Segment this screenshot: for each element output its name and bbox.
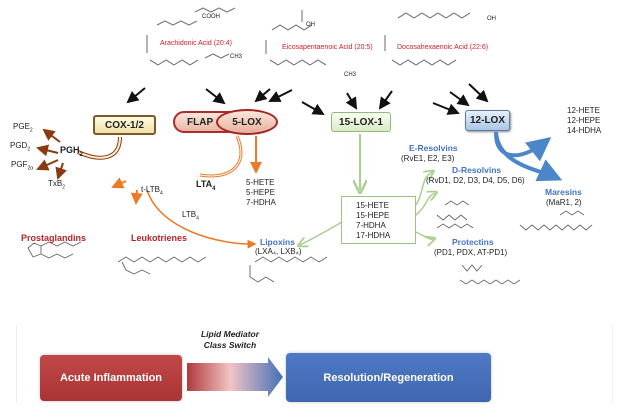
class-switch-panel bbox=[16, 325, 613, 403]
pgh2-label: PGH2 bbox=[60, 145, 83, 158]
lipoxins-members: (LXA₄, LXB₄) bbox=[255, 247, 302, 256]
acute-inflammation-box: Acute Inflammation bbox=[40, 355, 182, 401]
cox-enzyme-box: COX-1/2 bbox=[93, 115, 156, 135]
to-e-resolvins-arrow bbox=[415, 172, 432, 206]
product-5-hete: 5-HETE bbox=[246, 178, 275, 187]
eicosapentaenoic-acid-structure bbox=[265, 10, 327, 66]
e-resolvins-label: E-Resolvins bbox=[409, 143, 458, 153]
lipoxin-structure bbox=[249, 256, 328, 283]
arachidonic-acid-label: Arachidonic Acid (20:4) bbox=[160, 40, 232, 47]
precursor-arrows bbox=[126, 83, 489, 115]
d-resolvins-label: D-Resolvins bbox=[452, 165, 502, 175]
protectins-label: Protectins bbox=[452, 237, 494, 247]
lox15-products-box: 15-HETE 15-HEPE 7-HDHA 17-HDHA bbox=[341, 196, 416, 244]
lta4-to-lipoxins-arrow bbox=[146, 189, 257, 249]
product-15-hepe: 15-HEPE bbox=[356, 211, 390, 220]
lox5-to-lta4-arrow bbox=[199, 135, 243, 178]
docosahexaenoic-acid-structure bbox=[384, 12, 471, 66]
lox12-hydroxy-products: 12-HETE 12-HEPE 14-HDHA bbox=[567, 106, 601, 136]
lta4-to-ltb4-arrow bbox=[130, 189, 143, 205]
txb2-label: TxB2 bbox=[48, 179, 66, 191]
ltb4-label: LTB4 bbox=[182, 210, 199, 222]
lox15-to-lipoxins-arrow bbox=[300, 221, 343, 245]
lta4-label: LTA4 bbox=[196, 179, 216, 192]
lipoxins-label: Lipoxins bbox=[260, 237, 295, 247]
leukotrienes-class-label: Leukotrienes bbox=[131, 233, 188, 243]
class-switch-label: Lipid Mediator Class Switch bbox=[190, 329, 270, 351]
epa-ch3-label: CH3 bbox=[344, 72, 357, 78]
product-14-hdha: 14-HDHA bbox=[567, 126, 602, 135]
class-switch-line1: Lipid Mediator bbox=[200, 329, 260, 339]
arachidonic-acid-structure bbox=[146, 7, 236, 66]
aa-ch3-label: CH3 bbox=[230, 54, 243, 60]
aa-cooh-label: COOH bbox=[202, 14, 220, 20]
d-resolvin-structure bbox=[436, 200, 474, 229]
lox5-enzyme-box: 5-LOX bbox=[216, 109, 278, 135]
product-7-hdha: 7-HDHA bbox=[246, 198, 276, 207]
e-resolvins-members: (RvE1, E2, E3) bbox=[401, 154, 455, 163]
pgf2a-label: PGF2α bbox=[11, 160, 34, 172]
protectin-structure bbox=[459, 264, 521, 285]
class-switch-line2: Class Switch bbox=[203, 340, 257, 350]
product-17-hdha: 17-HDHA bbox=[356, 231, 391, 240]
protectins-members: (PD1, PDX, AT-PD1) bbox=[434, 248, 508, 257]
pgh2-product-arrows bbox=[36, 128, 67, 180]
maresin-structure bbox=[519, 210, 593, 231]
lta4-to-tltb4-arrow bbox=[111, 177, 127, 189]
product-5-hepe: 5-HEPE bbox=[246, 188, 275, 197]
eicosapentaenoic-acid-label: Eicosapentaenoic Acid (20:5) bbox=[282, 44, 373, 51]
lox5-hydroxy-products: 5-HETE 5-HEPE 7-HDHA bbox=[246, 178, 276, 208]
pgd2-label: PGD2 bbox=[10, 141, 31, 153]
product-12-hepe: 12-HEPE bbox=[567, 116, 601, 125]
leukotriene-structure bbox=[117, 256, 207, 275]
to-protectins-arrow bbox=[415, 231, 433, 239]
resolution-regeneration-box: Resolution/Regeneration bbox=[286, 353, 491, 402]
to-d-resolvins-arrow bbox=[415, 193, 435, 216]
d-resolvins-members: (RvD1, D2, D3, D4, D5, D6) bbox=[426, 176, 525, 185]
maresins-members: (MaR1, 2) bbox=[546, 198, 582, 207]
docosahexaenoic-acid-label: Docosahexaenoic Acid (22:6) bbox=[397, 44, 489, 51]
dha-oh-label: OH bbox=[487, 16, 496, 22]
product-15-hete: 15-HETE bbox=[356, 201, 389, 210]
maresins-label: Maresins bbox=[545, 187, 582, 197]
class-switch-arrow bbox=[187, 357, 283, 397]
lox12-enzyme-box: 12-LOX bbox=[465, 110, 510, 131]
lox12-to-maresins-arrow bbox=[494, 131, 563, 182]
prostaglandins-class-label: Prostaglandins bbox=[21, 233, 87, 243]
product-7-hdha: 7-HDHA bbox=[356, 221, 386, 230]
product-12-hete: 12-HETE bbox=[567, 106, 600, 115]
pge2-label: PGE2 bbox=[13, 122, 33, 134]
epa-oh-label: OH bbox=[306, 22, 315, 28]
prostaglandin-structure bbox=[27, 241, 82, 259]
lox15-enzyme-box: 15-LOX-1 bbox=[331, 112, 391, 132]
tltb4-label: t-LTB4 bbox=[141, 185, 163, 197]
